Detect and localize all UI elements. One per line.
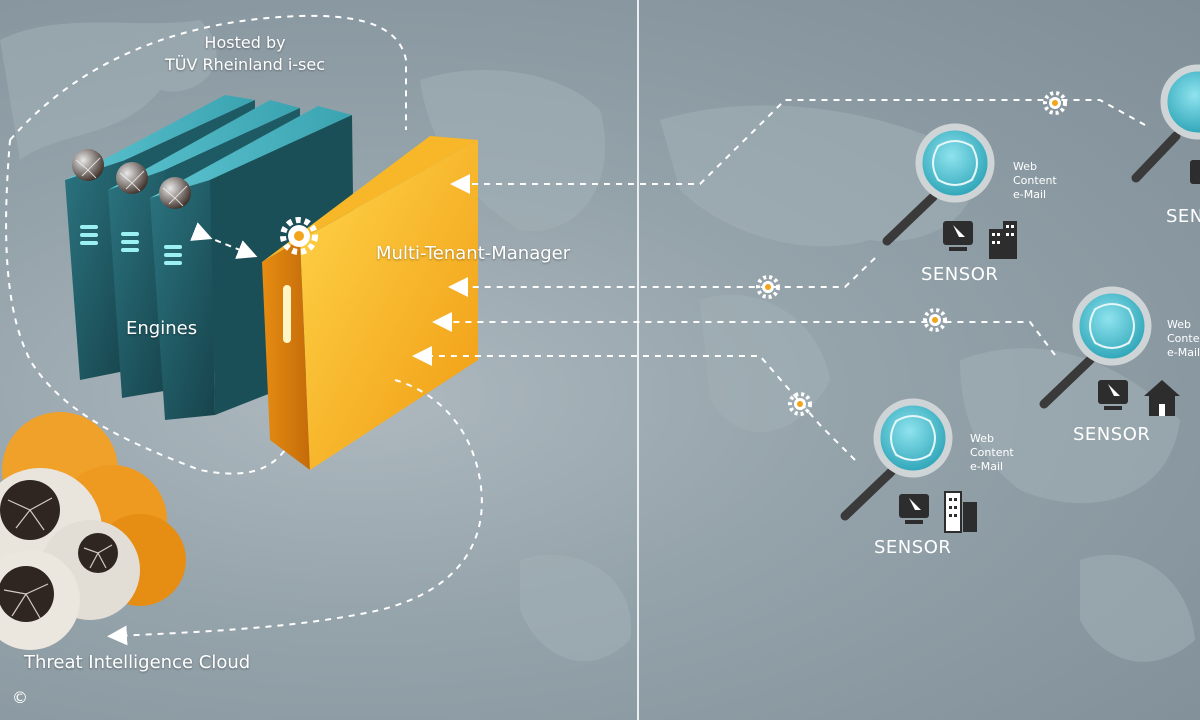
sensor-group-4	[1131, 64, 1200, 184]
gear-icon	[756, 91, 1067, 416]
channel-content: Content	[1013, 174, 1057, 187]
connection-lines	[107, 99, 1146, 646]
sensor-channels: Web Content e-Mail	[970, 432, 1014, 474]
network-node-icon	[72, 149, 191, 209]
channel-email: e-Mail	[970, 460, 1004, 473]
sensor-group-1	[882, 123, 1017, 259]
hosted-label: Hosted by TÜV Rheinland i-sec	[164, 33, 326, 74]
office-towers-icon	[944, 491, 977, 533]
hosted-boundary	[5, 14, 407, 475]
channel-email: e-Mail	[1167, 346, 1200, 359]
engines-label: Engines	[126, 318, 198, 339]
engine-manager-arrow	[190, 222, 258, 259]
channel-web: Web	[1013, 160, 1037, 173]
sensor-label: SENS	[1166, 206, 1200, 227]
channel-content: Content	[1167, 332, 1200, 345]
manager-label: Multi-Tenant-Manager	[376, 243, 571, 264]
threat-intelligence-cloud-icon	[0, 412, 186, 650]
gear-icon	[280, 217, 318, 255]
sensor-group-3	[840, 398, 977, 533]
sensor-channels: Web Content e-Mail	[1167, 318, 1200, 360]
channel-email: e-Mail	[1013, 188, 1047, 201]
channel-content: Content	[970, 446, 1014, 459]
office-building-icon	[989, 221, 1017, 259]
engines-servers	[65, 95, 355, 420]
sensor-label: SENSOR	[1073, 424, 1151, 445]
copyright-mark: ©	[12, 688, 28, 707]
world-map-background	[0, 20, 1195, 662]
cloud-label: Threat Intelligence Cloud	[24, 652, 251, 673]
house-icon	[1144, 380, 1180, 416]
sensor-label: SENSOR	[921, 264, 999, 285]
sensor-channels: Web Content e-Mail	[1013, 160, 1057, 202]
sensor-label: SENSOR	[874, 537, 952, 558]
channel-web: Web	[970, 432, 994, 445]
channel-web: Web	[1167, 318, 1191, 331]
sensor-group-2	[1039, 286, 1180, 416]
